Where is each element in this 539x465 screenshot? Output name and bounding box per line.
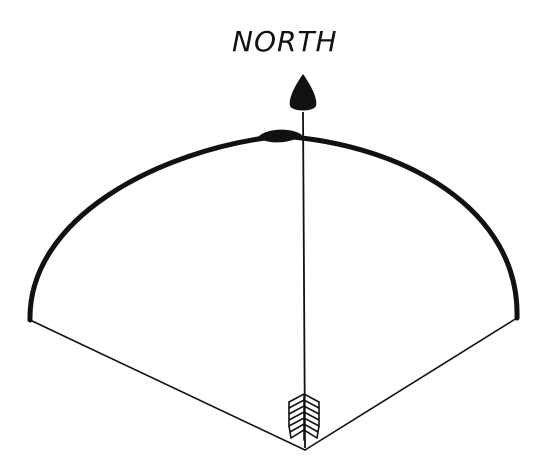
arrowhead <box>290 74 317 111</box>
arrow-fletching <box>289 394 319 440</box>
bow-limb <box>30 136 517 320</box>
bowstring <box>30 318 517 450</box>
bow-grip <box>258 130 302 143</box>
north-label: NORTH <box>232 22 392 62</box>
